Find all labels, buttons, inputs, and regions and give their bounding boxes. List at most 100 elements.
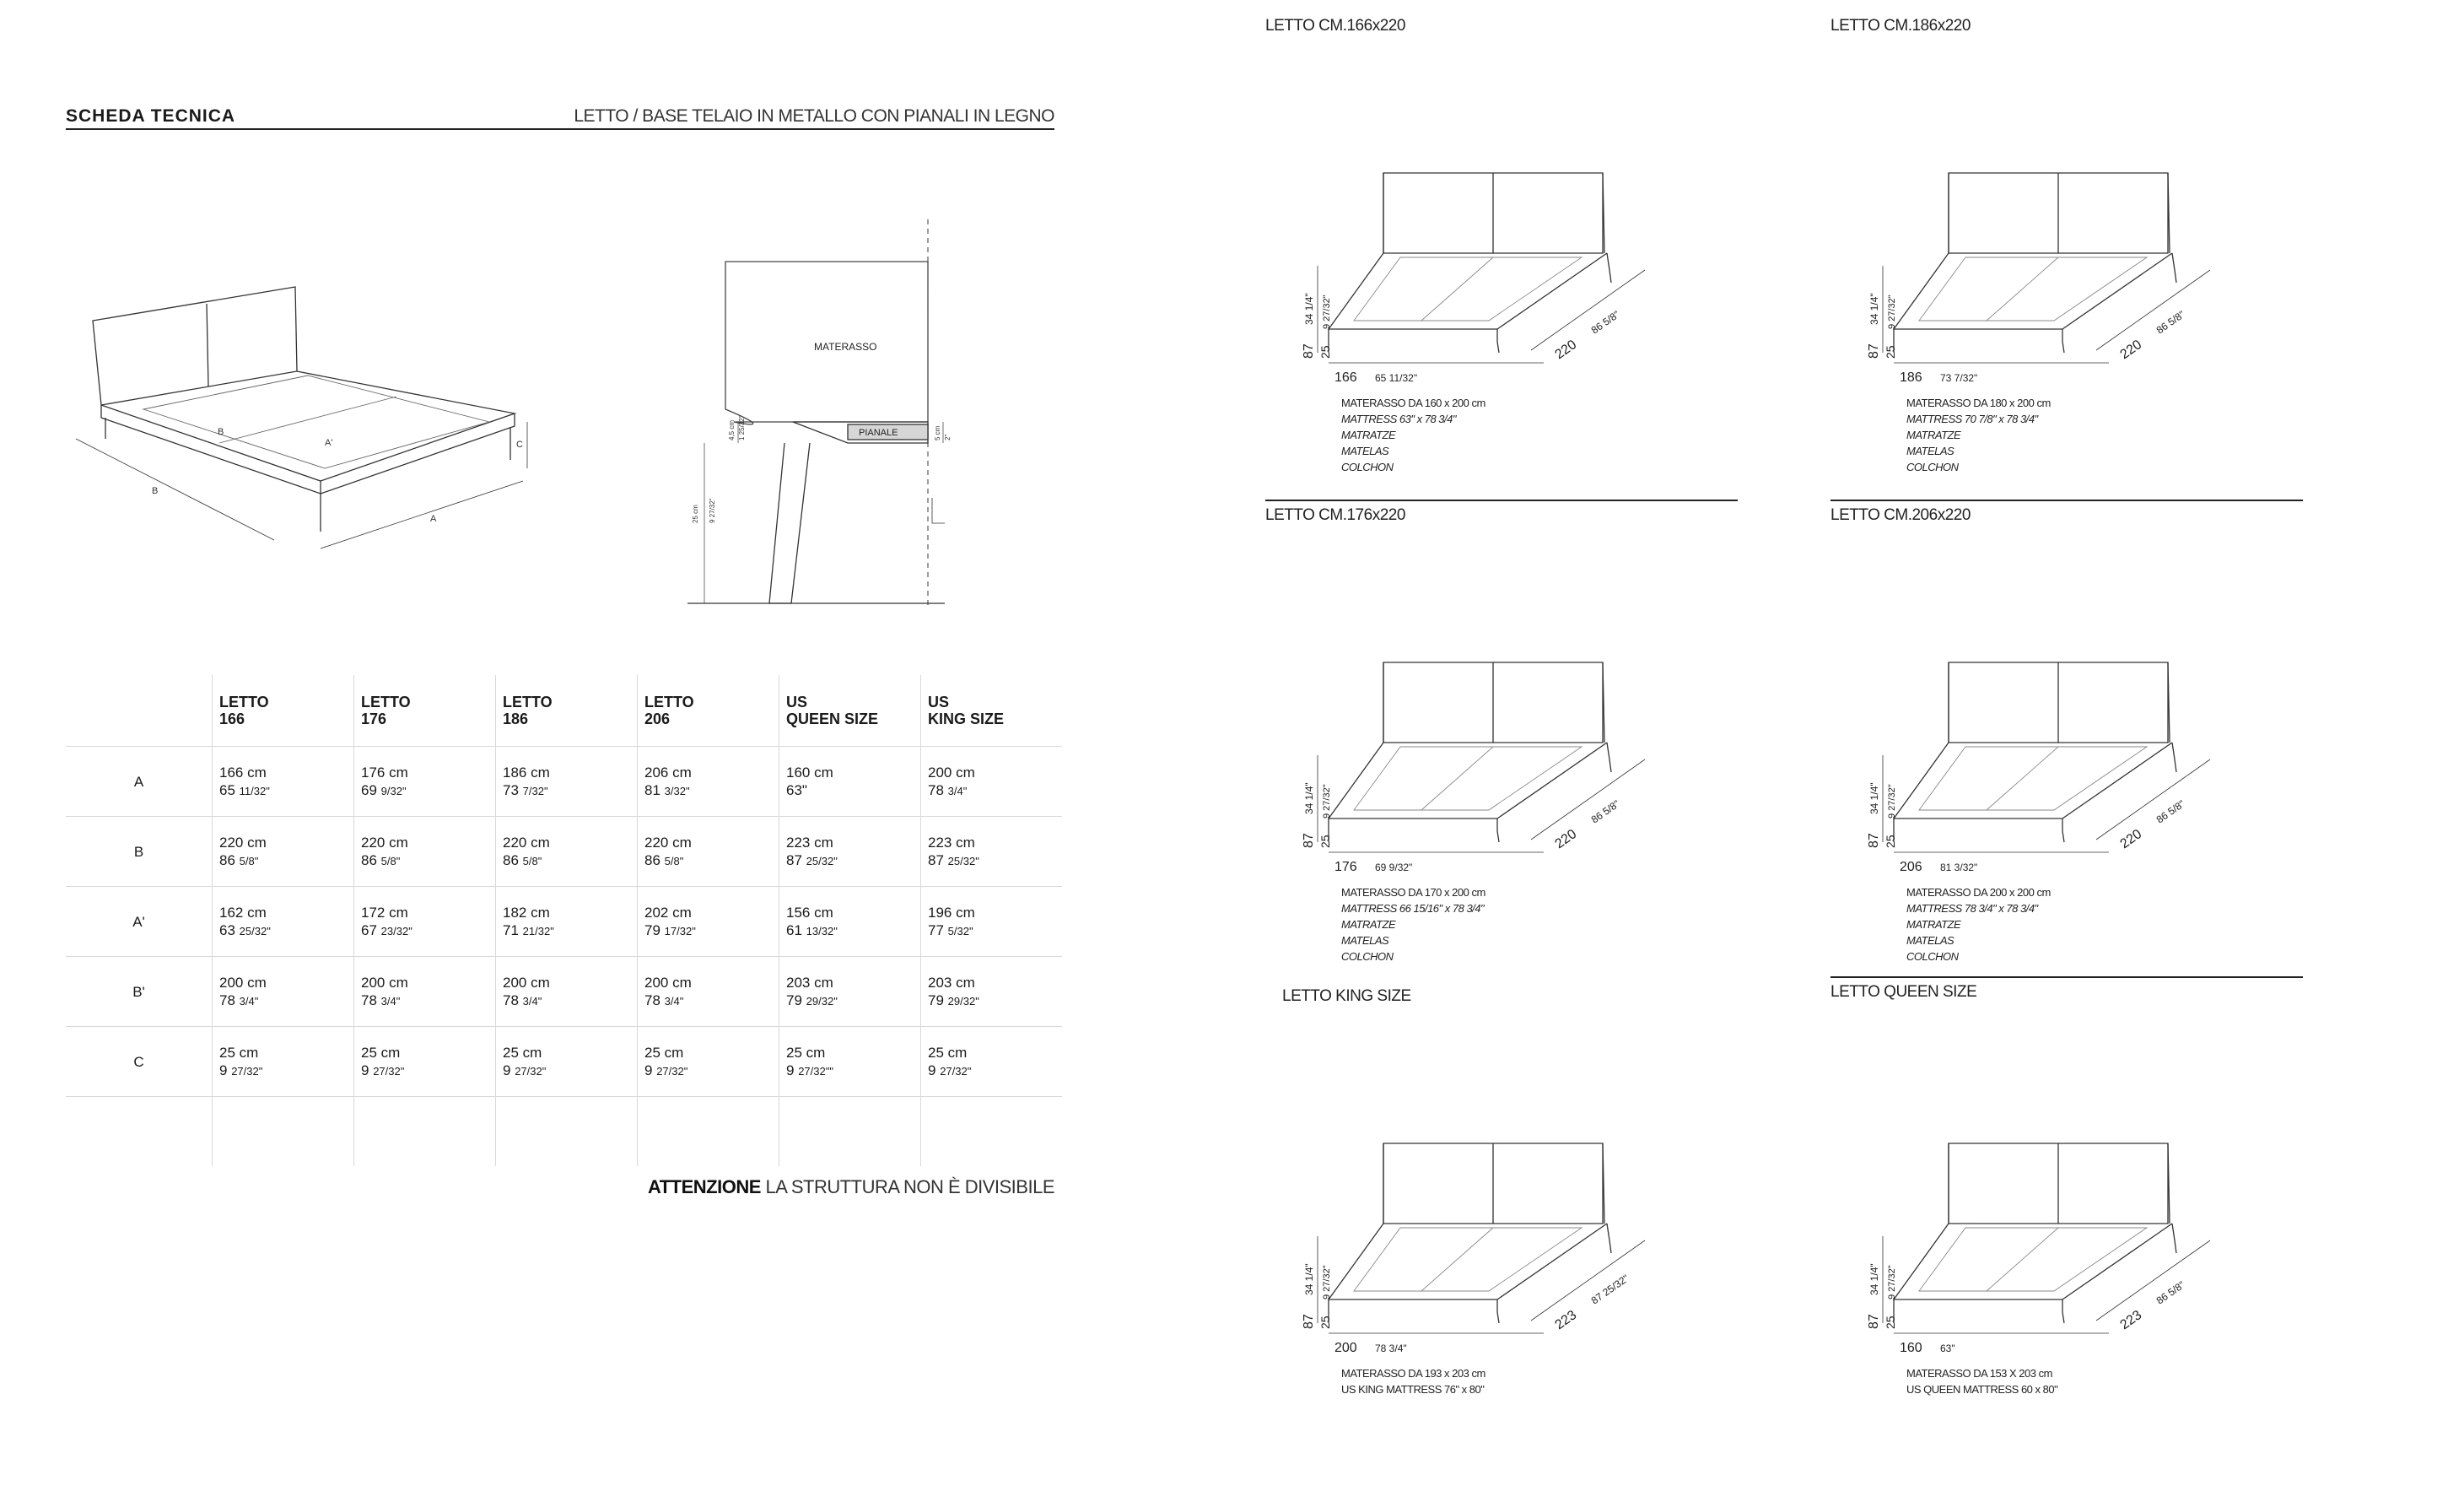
width-cm: 166 [1334,370,1357,385]
pianale-label: PIANALE [859,428,898,438]
dim-5in: 2" [944,435,952,440]
row-label: C [66,1026,213,1097]
length-in: 87 25/32" [1589,1272,1631,1307]
mattress-note: MATERASSO DA 170 x 200 cm [1341,886,1485,899]
panel-title: LETTO CM.176x220 [1265,506,1405,524]
base-cm: 25 [1318,1316,1332,1329]
attention-note: ATTENZIONE LA STRUTTURA NON È DIVISIBILE [647,1176,1055,1197]
mattress-note: MATTRESS 66 15/16" x 78 3/4" [1341,902,1485,915]
mattress-note: MATELAS [1341,445,1389,457]
label-c: C [516,440,523,450]
label-b: B [152,486,158,496]
mattress-note: MATRATZE [1341,429,1396,441]
base-cm: 25 [1318,835,1332,848]
mattress-note: COLCHON [1341,461,1394,473]
height-in: 34 1/4" [1303,782,1315,814]
length-cm: 220 [1553,338,1580,362]
panel-title: LETTO QUEEN SIZE [1830,983,1977,1001]
mattress-note: MATRATZE [1906,918,1961,931]
mattress-notes: MATERASSO DA 170 x 200 cm MATTRESS 66 15/… [1341,884,1485,964]
width-in: 81 3/32" [1940,862,1977,873]
base-in: 9 27/32" [1322,784,1332,819]
mattress-note: US QUEEN MATTRESS 60 x 80" [1906,1383,2058,1396]
length-cm: 220 [2118,338,2145,362]
height-in: 34 1/4" [1868,1263,1880,1295]
length-cm: 223 [2118,1308,2145,1332]
mattress-note: MATELAS [1906,445,1954,457]
length-in: 86 5/8" [2154,1278,2187,1306]
base-in: 9 27/32" [1887,1265,1897,1299]
row-label: A [66,746,213,817]
panel-divider [1830,500,2303,501]
dim-25cm: 25 cm [692,505,699,523]
height-cm: 87 [1867,1314,1881,1329]
width-in: 78 3/4" [1375,1343,1407,1354]
width-cm: 186 [1900,370,1922,385]
mattress-note: COLCHON [1906,950,1959,963]
mattress-note: MATELAS [1906,934,1954,947]
base-in: 9 27/32" [1322,294,1332,329]
row-label: B [66,816,213,887]
label-a-prime: A' [325,438,332,448]
base-in: 9 27/32" [1322,1265,1332,1299]
height-in: 34 1/4" [1303,1263,1315,1295]
length-cm: 223 [1553,1308,1580,1332]
base-cm: 25 [1884,1316,1897,1329]
mattress-note: MATTRESS 78 3/4" x 78 3/4" [1906,902,2038,915]
width-cm: 160 [1900,1341,1922,1355]
label-a: A [430,514,437,524]
panel-title: LETTO CM.206x220 [1830,506,1971,524]
height-cm: 87 [1302,833,1316,848]
mattress-note: MATRATZE [1341,918,1396,931]
section-drawing: MATERASSO PIANALE 25 cm 9 27/32" 4,5 cm … [687,219,952,608]
page-title: SCHEDA TECNICA [66,106,236,126]
table-corner [66,675,213,747]
mattress-note: MATERASSO DA 160 x 200 cm [1341,397,1485,409]
mattress-note: MATRATZE [1906,429,1961,441]
height-in: 34 1/4" [1303,293,1315,325]
length-cm: 220 [1553,827,1580,851]
width-cm: 176 [1334,860,1357,874]
panel-divider [1830,976,2303,978]
length-in: 86 5/8" [2154,797,2187,825]
mattress-note: MATERASSO DA 193 x 203 cm [1341,1367,1485,1380]
base-in: 9 27/32" [1887,294,1897,329]
length-in: 86 5/8" [2154,308,2187,336]
width-in: 65 11/32" [1375,372,1417,384]
height-in: 34 1/4" [1868,782,1880,814]
dim-5cm: 5 cm [934,425,941,440]
dim-45in: 1 25/32" [738,415,746,440]
panel-divider [1265,500,1738,501]
